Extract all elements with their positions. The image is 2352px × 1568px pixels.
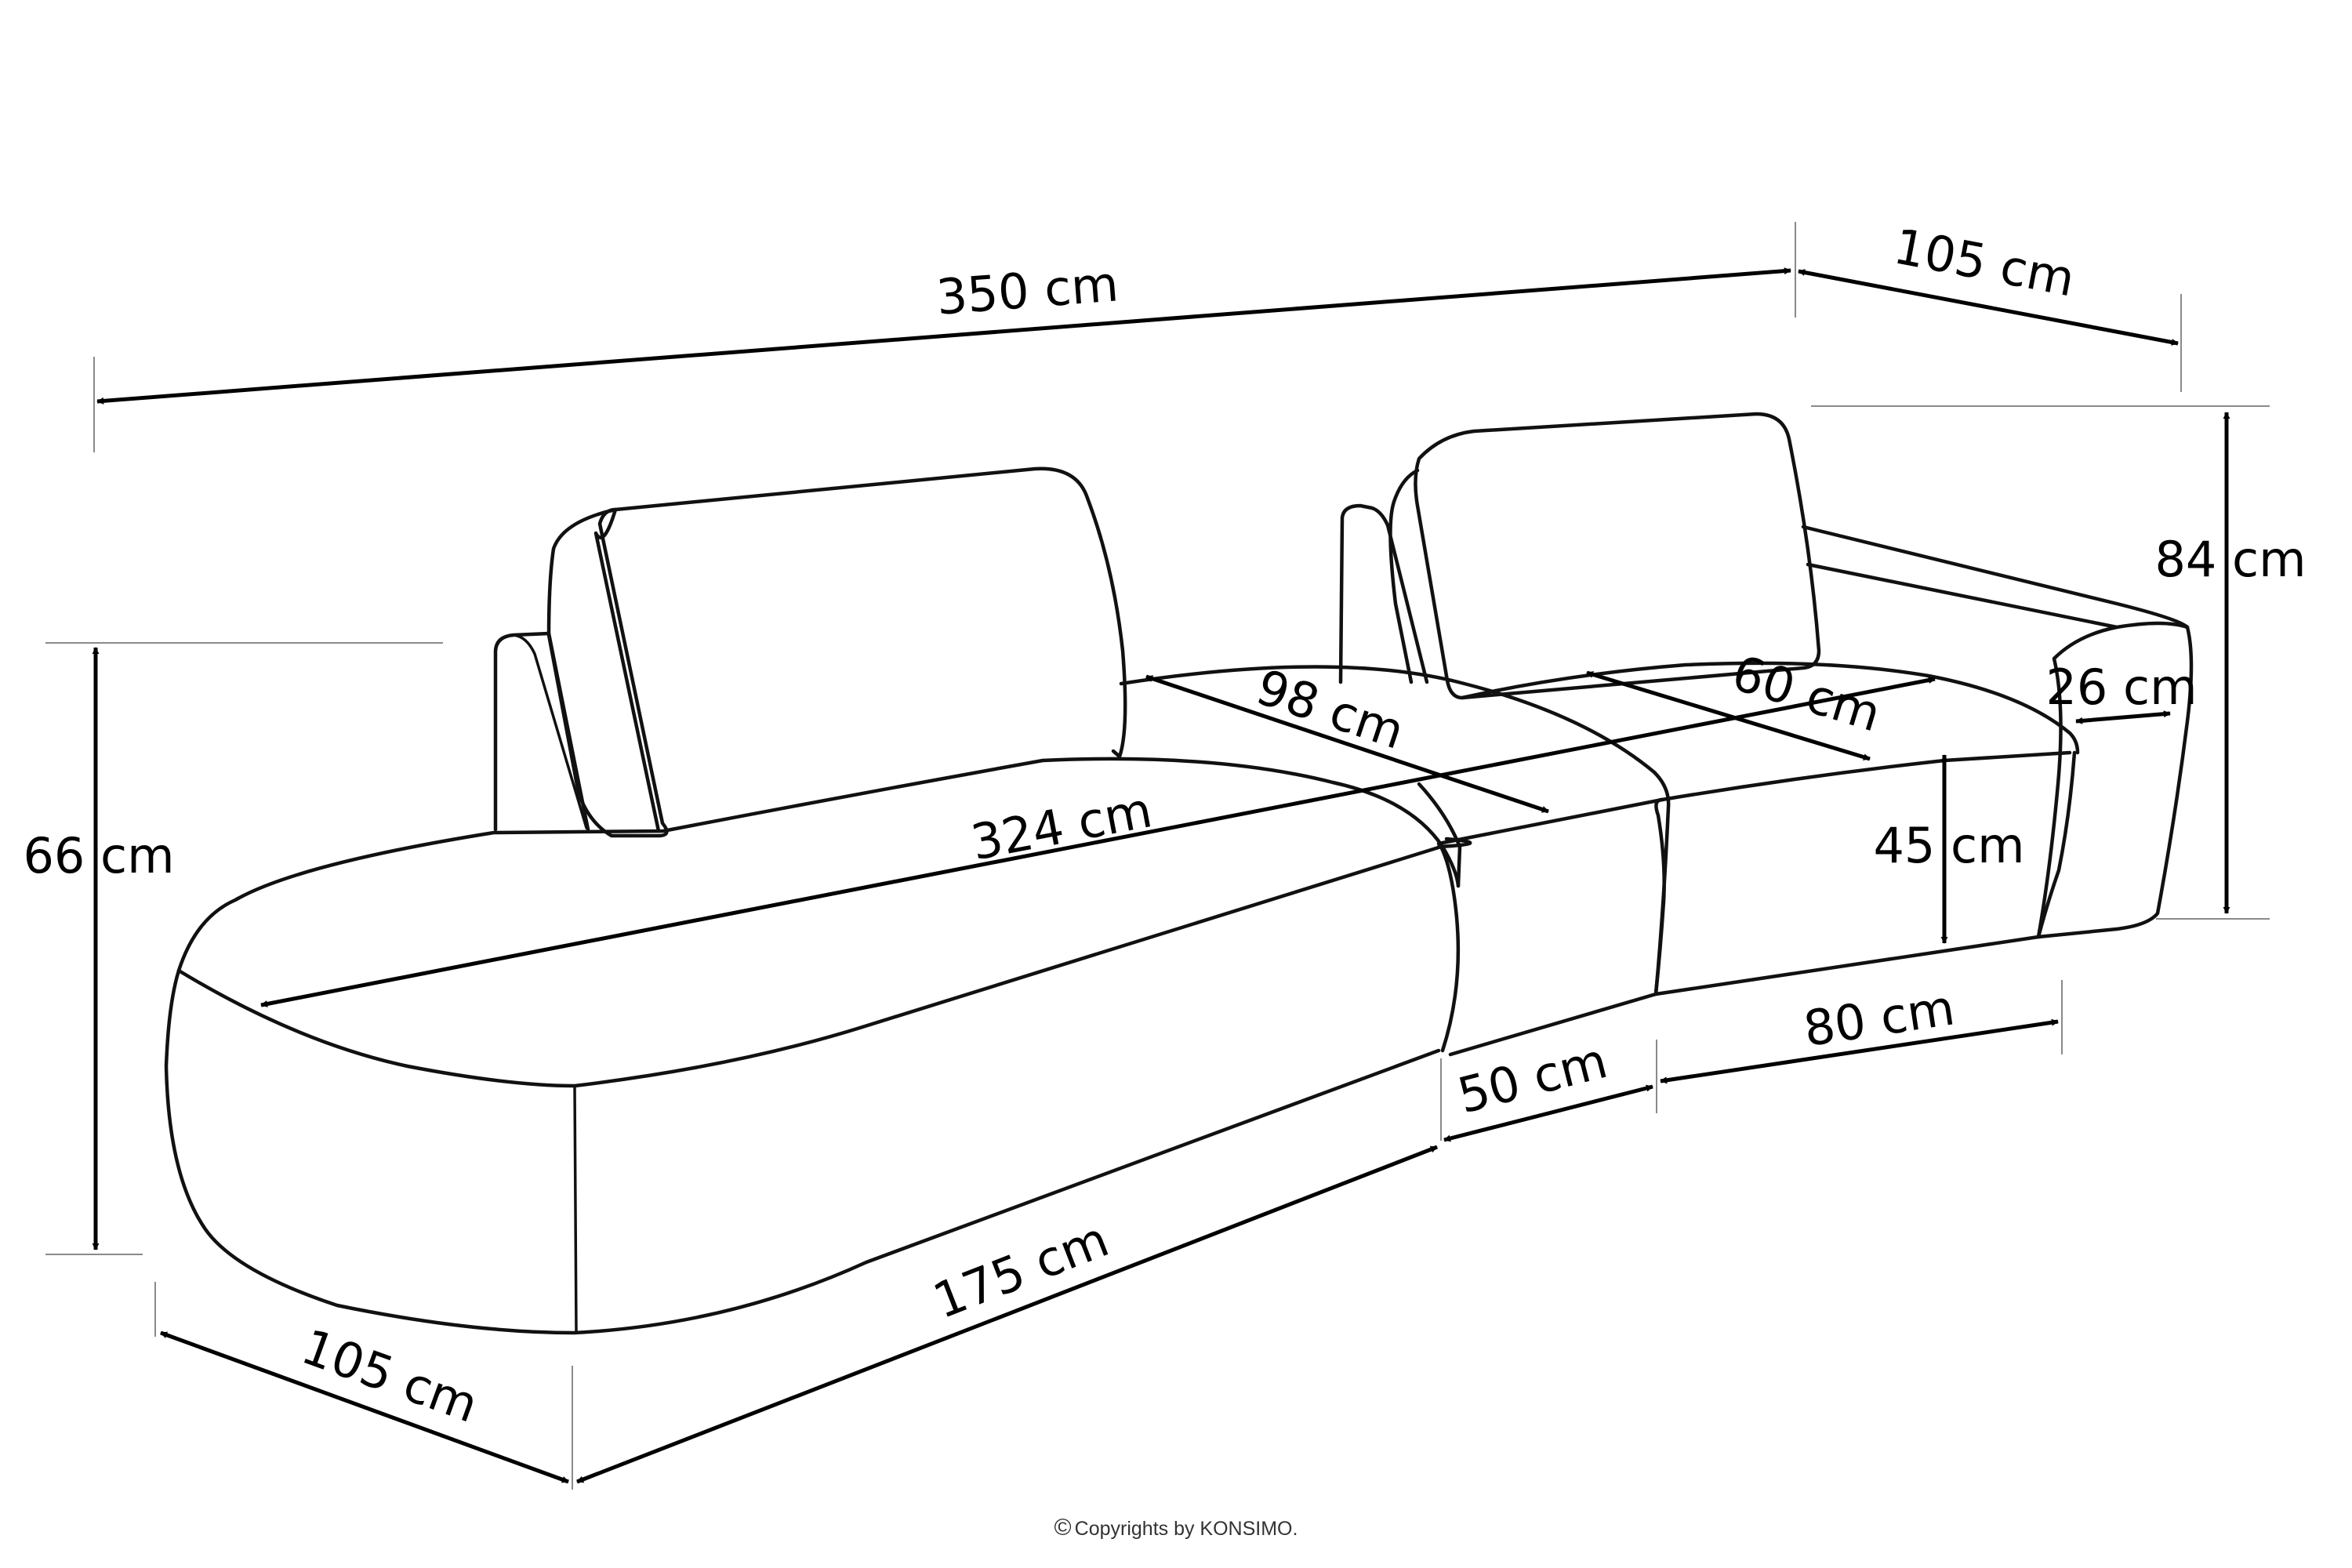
- left-back-cushion: [613, 466, 1127, 759]
- label-armrest-width: 26 cm: [2045, 659, 2197, 716]
- dim-arrow-105-top: [1798, 269, 2179, 346]
- dimension-arrows: [92, 267, 2230, 1484]
- dim-arrow-26: [2075, 710, 2171, 724]
- dim-arrow-350: [96, 267, 1791, 405]
- chaise-seat-top: [176, 757, 1461, 973]
- dim-arrow-80: [1660, 1018, 2059, 1084]
- dim-arrow-175: [576, 1145, 1438, 1484]
- copyright-icon: ©: [1054, 1515, 1072, 1541]
- label-right-module-length: 80 cm: [1800, 978, 1958, 1058]
- extension-lines: [45, 222, 2270, 1490]
- label-total-width: 350 cm: [935, 255, 1120, 326]
- right-armrest: [1801, 524, 2194, 939]
- label-chaise-seat-depth: 98 cm: [1250, 658, 1411, 760]
- label-seat-height: 45 cm: [1873, 817, 2024, 874]
- copyright-notice: ©Copyrights by KONSIMO.: [0, 1515, 2352, 1541]
- dim-arrow-50: [1443, 1084, 1653, 1142]
- right-back-frame: [1338, 503, 1429, 684]
- chaise-front-face: [164, 968, 1441, 1335]
- dim-arrow-105-bottom: [160, 1330, 569, 1484]
- label-total-height: 84 cm: [2154, 531, 2306, 588]
- label-seat-length: 324 cm: [967, 781, 1156, 871]
- dim-arrow-324: [260, 677, 1936, 1007]
- label-left-height: 66 cm: [23, 827, 174, 884]
- copyright-text: Copyrights by KONSIMO.: [1074, 1518, 1298, 1540]
- label-seat-depth: 60 cm: [1726, 644, 1887, 742]
- left-back-frame: [493, 631, 590, 832]
